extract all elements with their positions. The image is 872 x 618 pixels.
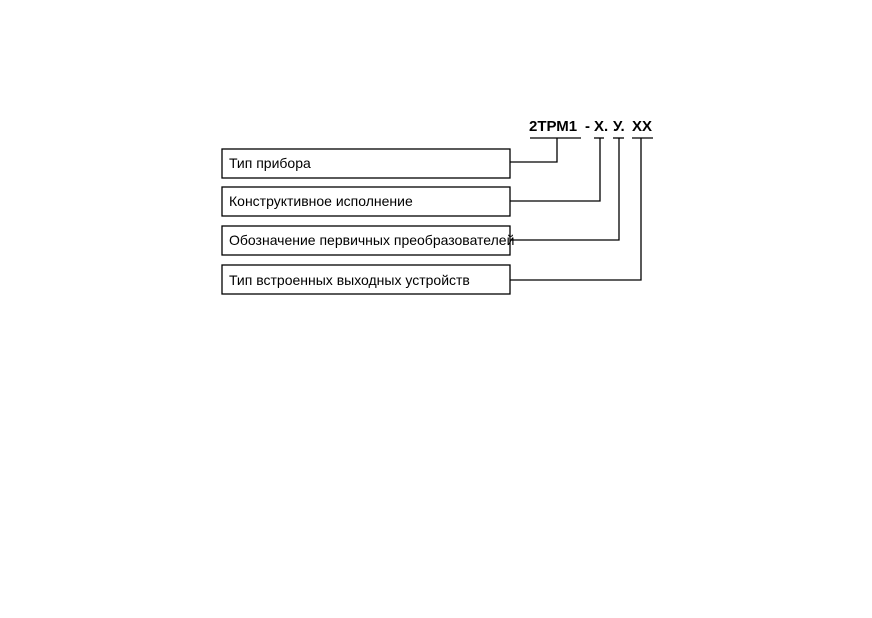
field-box-outputs: Тип встроенных выходных устройств bbox=[221, 264, 511, 295]
code-part-x: Х. bbox=[594, 118, 608, 135]
code-separator: - bbox=[585, 118, 590, 135]
product-code: 2ТРМ1 - Х. У. ХХ bbox=[529, 118, 652, 135]
connector-design bbox=[510, 138, 601, 202]
code-part-y: У. bbox=[613, 118, 625, 135]
field-label: Конструктивное исполнение bbox=[229, 193, 413, 209]
connector-sensors bbox=[510, 138, 620, 241]
box-frame bbox=[221, 186, 511, 217]
box-frame bbox=[221, 148, 511, 179]
field-box-design: Конструктивное исполнение bbox=[221, 186, 511, 217]
field-label: Тип встроенных выходных устройств bbox=[229, 272, 470, 288]
field-box-device-type: Тип прибора bbox=[221, 148, 511, 179]
field-label: Тип прибора bbox=[229, 155, 311, 171]
connector-outputs bbox=[510, 138, 642, 281]
box-frame bbox=[221, 225, 511, 256]
field-box-sensors: Обозначение первичных преобразователей bbox=[221, 225, 514, 256]
connector-device-type bbox=[510, 138, 558, 163]
code-base: 2ТРМ1 bbox=[529, 118, 577, 135]
connectors bbox=[510, 138, 642, 281]
code-part-xx: ХХ bbox=[632, 118, 652, 135]
field-label: Обозначение первичных преобразователей bbox=[229, 232, 514, 248]
box-frame bbox=[221, 264, 511, 295]
